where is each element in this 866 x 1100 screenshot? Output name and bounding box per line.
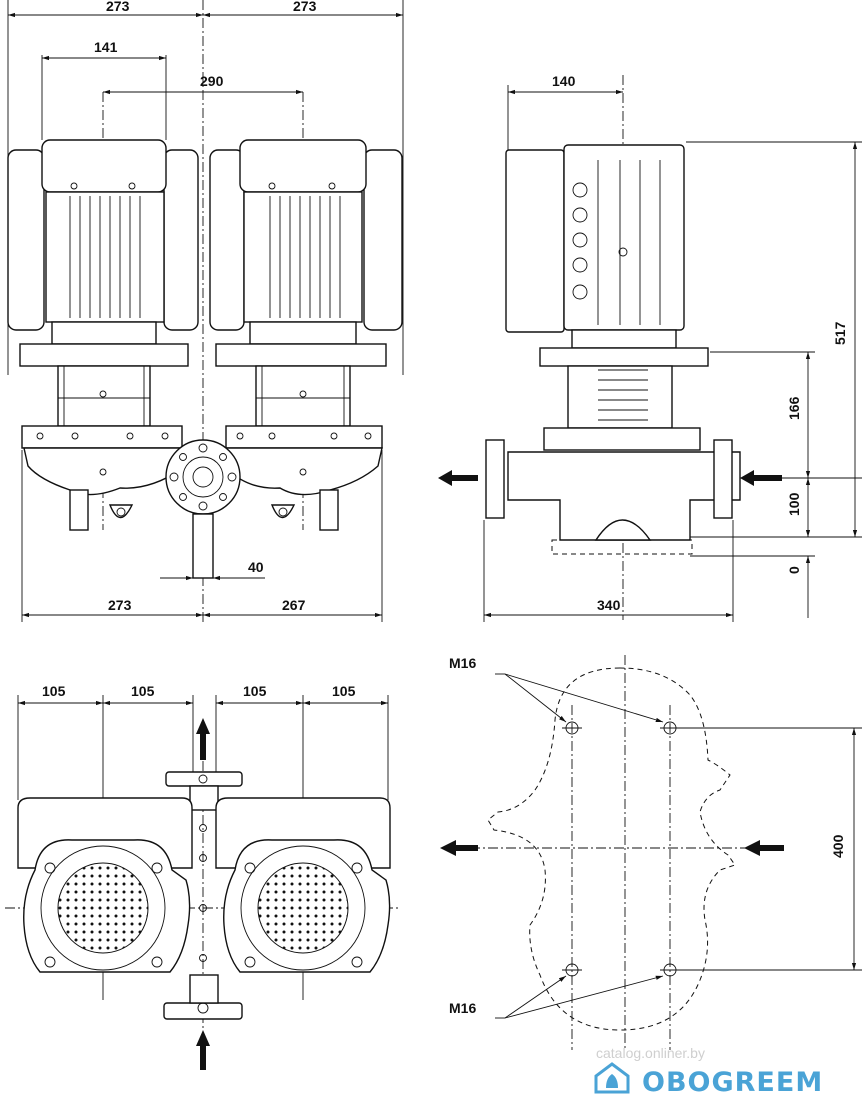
- footprint-outline: [487, 667, 736, 1031]
- front-view: 273 273 141 290: [7, 0, 404, 625]
- dim-motor-height: 166: [786, 396, 802, 420]
- plan-view: 105 105 105 105: [5, 683, 400, 1070]
- right-motor: [215, 139, 387, 427]
- bolt-label-top: M16: [449, 655, 476, 671]
- dim-total-height: 517: [832, 321, 848, 345]
- central-flange: [165, 439, 241, 579]
- house-icon: [594, 1062, 630, 1094]
- right-motor-side-panel: [209, 149, 245, 331]
- dim-motor-width: 141: [94, 39, 118, 55]
- bolt-label-bottom: M16: [449, 1000, 476, 1016]
- dim-plan-seg2: 105: [131, 683, 155, 699]
- flow-arrow-up-top: [196, 718, 210, 760]
- brand-logo: OBOGREEM: [594, 1062, 823, 1098]
- flow-arrow-left: [438, 470, 478, 486]
- dim-pipe-offset: 40: [248, 559, 264, 575]
- side-motor: [563, 144, 685, 331]
- dim-top-right: 273: [293, 0, 317, 14]
- right-motor-side-panel-right: [363, 149, 403, 331]
- dim-plan-seg3: 105: [243, 683, 267, 699]
- brand-name: OBOGREEM: [642, 1067, 823, 1098]
- footprint-view: M16 M16 400: [440, 655, 862, 1050]
- dim-base-height: 100: [786, 492, 802, 516]
- left-motor: [19, 139, 189, 427]
- dim-side-bottom-width: 340: [597, 597, 621, 613]
- dim-datum: 0: [786, 566, 802, 574]
- dim-top-left: 273: [106, 0, 130, 14]
- side-view: 140: [438, 73, 862, 622]
- side-flange-left: [485, 439, 505, 519]
- dim-bottom-left: 273: [108, 597, 132, 613]
- dim-center-distance: 290: [200, 73, 224, 89]
- flow-arrow-in: [744, 840, 784, 856]
- pump-housings: [21, 425, 383, 531]
- control-box: [505, 149, 565, 333]
- flow-arrow-out: [440, 840, 478, 856]
- left-motor-side-panel-right: [163, 149, 199, 331]
- left-motor-side-panel: [7, 149, 45, 331]
- flow-arrow-up-bottom: [196, 1030, 210, 1070]
- watermark-text: catalog.onliner.by: [596, 1045, 705, 1061]
- dim-plan-seg1: 105: [42, 683, 66, 699]
- dim-side-top-width: 140: [552, 73, 576, 89]
- plan-right-unit: [215, 797, 391, 973]
- plan-left-unit: [17, 797, 193, 973]
- dim-plan-seg4: 105: [332, 683, 356, 699]
- dim-bottom-right: 267: [282, 597, 306, 613]
- side-flange-right: [713, 439, 733, 519]
- dim-bolt-spacing: 400: [830, 834, 846, 858]
